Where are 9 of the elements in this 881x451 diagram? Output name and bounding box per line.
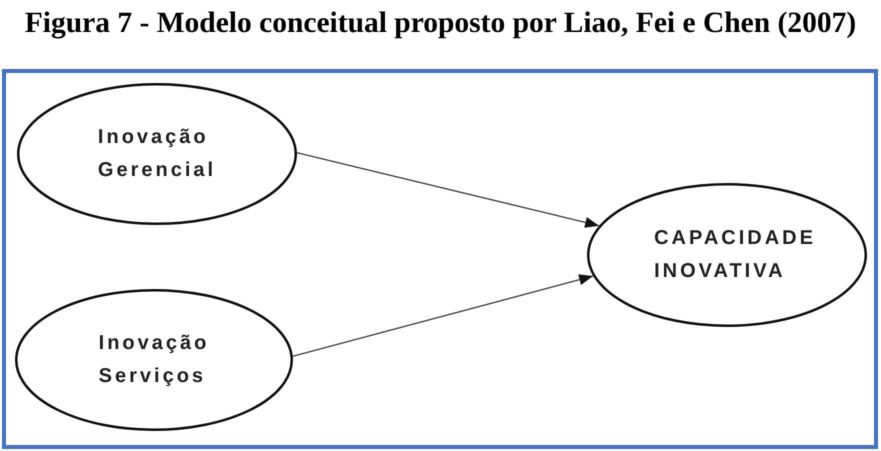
construct-ellipse	[15, 289, 293, 431]
arrow	[292, 274, 594, 357]
node-label: CAPACIDADE INOVATIVA	[654, 226, 816, 284]
node-label: Inovação Gerencial	[98, 125, 216, 183]
arrow	[296, 152, 600, 228]
construct-ellipse	[587, 183, 867, 327]
construct-ellipse	[17, 83, 297, 225]
figure-title: Figura 7 - Modelo conceitual proposto por Liao, Fei e Chen (2007)	[24, 6, 858, 40]
node-label: Inovação Serviços	[98, 331, 210, 389]
